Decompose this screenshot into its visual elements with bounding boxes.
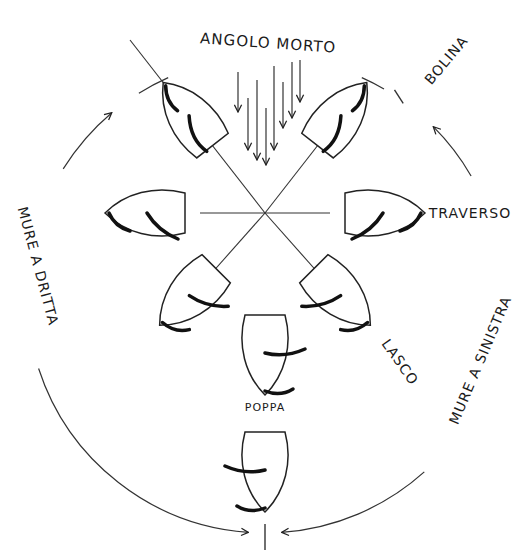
wind-arrow xyxy=(265,108,266,165)
arc-arrow xyxy=(63,113,112,169)
wind-arrow xyxy=(299,60,300,102)
boat-lasco xyxy=(289,252,387,350)
bottom-tick xyxy=(264,524,265,550)
point-of-sail-label: TRAVERSO xyxy=(426,205,514,221)
wind-arrow xyxy=(237,72,238,112)
zone-label: ANGOLO MORTO xyxy=(196,30,339,57)
boat-poppa xyxy=(225,432,288,512)
boat-poppa xyxy=(242,315,305,395)
arc-arrow xyxy=(433,127,471,176)
boat-traverso xyxy=(345,190,425,239)
arc-arrow xyxy=(282,472,425,533)
wind-arrow xyxy=(247,98,248,150)
wind-arrows xyxy=(238,60,300,165)
boat-lasco xyxy=(143,252,241,350)
boat-bolina xyxy=(145,68,231,160)
boats xyxy=(105,68,425,512)
point-of-sail-label: BOLINA xyxy=(419,30,473,90)
point-of-sail-label: POPPA xyxy=(242,402,288,415)
boat-bolina xyxy=(299,68,385,160)
point-of-sail-label: LASCO xyxy=(377,333,424,390)
tack-label: MURE A SINISTRA xyxy=(444,291,515,430)
course-arcs xyxy=(39,78,472,550)
boundary-tick xyxy=(395,90,404,104)
tack-label: MURE A DRITTA xyxy=(14,202,63,330)
heading-line xyxy=(210,213,265,275)
wind-arrow xyxy=(282,82,283,128)
arc-arrow xyxy=(39,369,249,533)
wind-arrow xyxy=(273,66,274,150)
heading-lines xyxy=(130,40,336,275)
wind-arrow xyxy=(291,62,292,118)
heading-line xyxy=(265,213,320,275)
heading-line xyxy=(130,40,265,213)
wind-arrow xyxy=(256,80,257,160)
boat-traverso xyxy=(105,190,185,239)
